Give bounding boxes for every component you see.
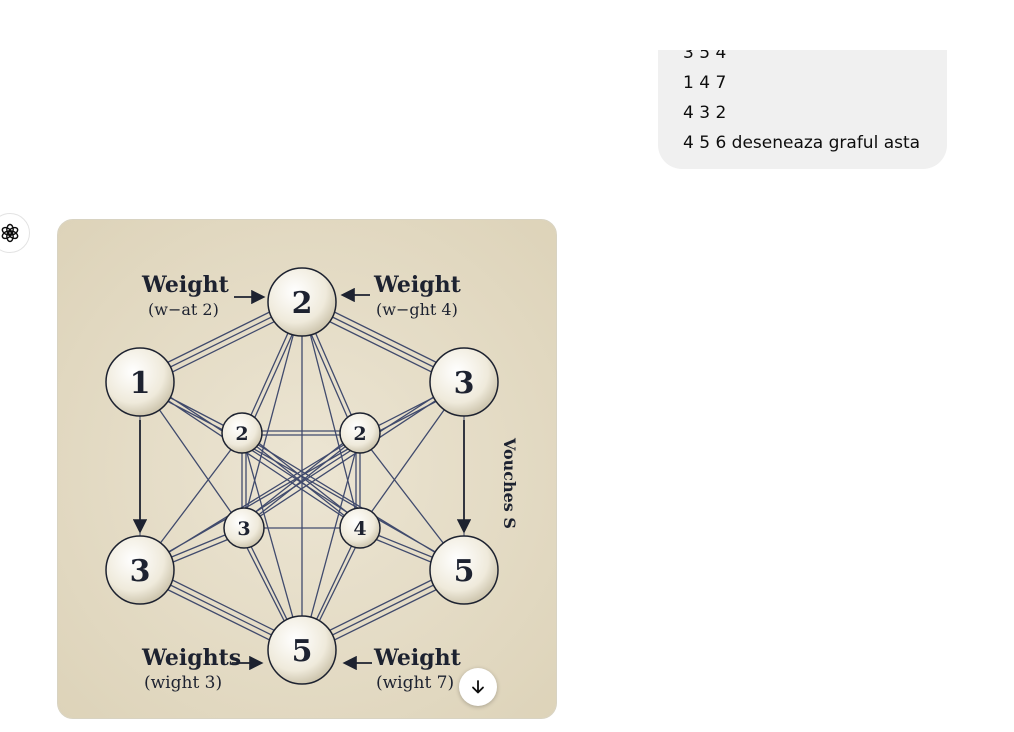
node-label-inner-br: 4	[353, 518, 366, 540]
annotation-br-sub: (wight 7)	[376, 673, 454, 693]
weight-annotations: Weight (w−at 2) Weight (w−ght 4) Weights…	[141, 272, 519, 693]
node-inner-br	[339, 507, 381, 549]
node-left-top	[105, 347, 175, 417]
node-right-top	[429, 347, 499, 417]
graph-illustration: 2 1 3 2 2 3 4 3 5 5 Weight (w−at 2) Weig…	[58, 220, 556, 718]
user-message-line: 1 4 7	[683, 73, 727, 93]
annotation-tr-title: Weight	[373, 272, 462, 298]
download-image-button[interactable]	[459, 668, 497, 706]
annotation-tr-sub: (w−ght 4)	[376, 300, 458, 319]
node-label-inner-bl: 3	[237, 518, 250, 540]
node-label-right-top: 3	[454, 366, 475, 401]
annotation-side: Vouches S	[500, 437, 519, 529]
node-left-bottom	[105, 535, 175, 605]
node-label-inner-tl: 2	[235, 423, 248, 445]
generated-graph-image[interactable]: 2 1 3 2 2 3 4 3 5 5 Weight (w−at 2) Weig…	[57, 219, 557, 719]
annotation-tl-title: Weight	[141, 272, 230, 298]
node-label-bottom: 5	[292, 634, 313, 669]
openai-logo-icon	[1, 223, 19, 243]
assistant-avatar	[0, 213, 30, 253]
annotation-tl-sub: (w−at 2)	[148, 300, 219, 319]
user-message-text: 3 5 4 1 4 7 4 3 2 4 5 6 deseneaza graful…	[683, 50, 920, 158]
annotation-bl-sub: (wight 3)	[144, 673, 222, 693]
graph-arrows	[132, 287, 472, 671]
node-bottom	[267, 615, 337, 685]
node-right-bottom	[429, 535, 499, 605]
arrow-down-icon	[472, 680, 484, 694]
node-inner-tl	[221, 412, 263, 454]
node-top	[267, 267, 337, 337]
node-labels: 2 1 3 2 2 3 4 3 5 5	[130, 286, 475, 669]
node-inner-bl	[223, 507, 265, 549]
user-message-bubble: 3 5 4 1 4 7 4 3 2 4 5 6 deseneaza graful…	[658, 50, 947, 169]
annotation-br-title: Weight	[373, 645, 462, 671]
user-message-line: 4 5 6 deseneaza graful asta	[683, 133, 921, 153]
node-label-left-bottom: 3	[130, 554, 151, 589]
graph-nodes	[105, 267, 499, 685]
node-label-inner-tr: 2	[353, 423, 366, 445]
user-message-line: 4 3 2	[683, 103, 727, 123]
annotation-bl-title: Weights	[141, 645, 241, 671]
node-label-left-top: 1	[130, 366, 151, 401]
node-label-top: 2	[292, 286, 313, 321]
user-message-line: 3 5 4	[683, 50, 727, 63]
node-label-right-bottom: 5	[454, 554, 475, 589]
node-inner-tr	[339, 412, 381, 454]
